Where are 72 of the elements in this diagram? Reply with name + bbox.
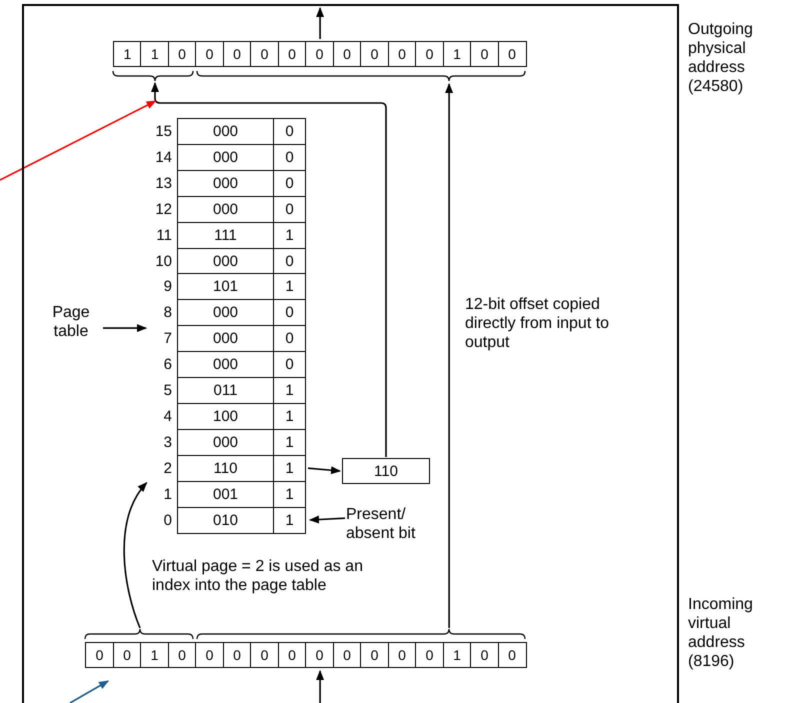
present-bit-cell: 0 — [273, 118, 306, 145]
bit-cell: 0 — [470, 41, 499, 67]
arrow — [150, 82, 387, 457]
pointer-arrow — [0, 100, 157, 181]
bit-cell: 0 — [278, 642, 306, 668]
bit-cell: 0 — [305, 642, 334, 668]
row-index: 5 — [162, 381, 172, 400]
address-register — [195, 642, 525, 668]
arrow — [445, 83, 454, 628]
arrow — [123, 482, 148, 628]
address-caption: Outgoing physical address (24580) — [688, 20, 754, 96]
bit-cell: 1 — [442, 41, 472, 67]
bit-cell: 0 — [470, 642, 499, 668]
row-index: 7 — [162, 329, 172, 348]
bit-cell: 0 — [498, 41, 526, 67]
bit-cell: 0 — [332, 642, 362, 668]
bit-cell: 0 — [360, 642, 389, 668]
row-index: 2 — [162, 458, 172, 478]
bit-cell: 0 — [388, 41, 416, 67]
pointer-arrow — [316, 7, 324, 39]
frame-number-cell: 101 — [177, 273, 274, 300]
row-index: 4 — [162, 406, 172, 426]
bit-cell: 0 — [360, 41, 389, 67]
row-index: 11 — [155, 226, 172, 245]
row-index: 15 — [154, 122, 172, 141]
row-index: 12 — [154, 200, 172, 219]
bit-cell: 0 — [332, 41, 362, 67]
bit-cell: 0 — [305, 41, 334, 67]
bit-cell: 0 — [222, 41, 252, 67]
bit-cell: 0 — [388, 642, 416, 668]
row-index: 6 — [162, 355, 172, 374]
present-bit-cell: 1 — [273, 273, 306, 300]
row-index: 0 — [162, 510, 172, 530]
pointer-arrow — [70, 680, 109, 703]
arrow — [103, 324, 147, 332]
annotation-text: Present/ absent bit — [346, 505, 450, 549]
row-index: 13 — [154, 174, 172, 193]
frame-number-cell: 000 — [177, 118, 274, 145]
address-register — [195, 41, 525, 67]
bit-cell: 0 — [85, 642, 114, 668]
bit-cell: 1 — [140, 41, 170, 67]
bit-cell: 0 — [415, 642, 444, 668]
annotation-text: Page table — [42, 303, 100, 347]
bit-cell: 0 — [222, 642, 252, 668]
frame-number-cell: 010 — [177, 506, 274, 534]
row-index: 3 — [162, 432, 172, 452]
bit-cell: 0 — [415, 41, 444, 67]
bit-cell: 0 — [278, 41, 306, 67]
bit-cell: 0 — [168, 642, 196, 668]
arrow — [309, 516, 346, 524]
row-index: 1 — [162, 484, 172, 504]
row-index: 9 — [162, 277, 172, 296]
address-caption: Incoming virtual address (8196) — [688, 595, 754, 671]
row-index: 14 — [154, 148, 172, 167]
address-register — [113, 41, 195, 67]
bit-cell: 0 — [250, 41, 279, 67]
bit-cell: 0 — [195, 642, 224, 668]
present-bit-cell: 1 — [273, 506, 306, 534]
bit-cell: 0 — [195, 41, 224, 67]
bit-cell: 1 — [442, 642, 472, 668]
pointer-arrow — [316, 670, 324, 703]
frame-number-box: 110 — [342, 458, 430, 484]
bit-cell: 0 — [250, 642, 279, 668]
bit-cell: 0 — [498, 642, 526, 668]
address-register — [85, 642, 195, 668]
bit-cell: 0 — [112, 642, 142, 668]
row-index: 8 — [162, 303, 172, 322]
bit-cell: 1 — [113, 41, 142, 67]
bit-cell: 0 — [168, 41, 196, 67]
mmu-frame — [22, 4, 679, 703]
row-index: 10 — [154, 252, 172, 270]
bit-cell: 1 — [140, 642, 169, 668]
